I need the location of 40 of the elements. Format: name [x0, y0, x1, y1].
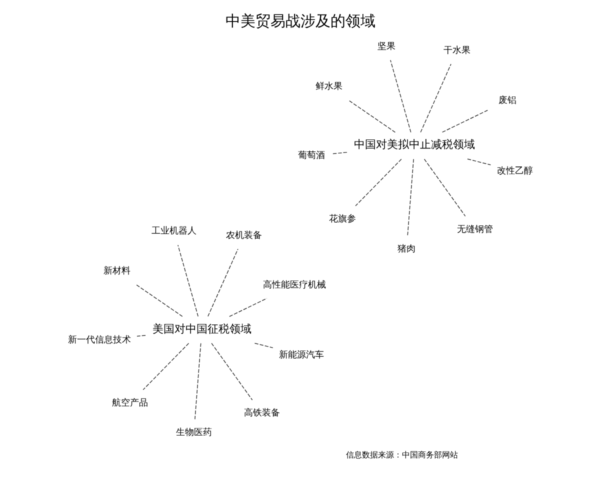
node-text: 坚果: [377, 42, 396, 52]
node-text: 鲜水果: [314, 82, 342, 92]
node-text: 美国对中国征税领域: [152, 323, 251, 336]
connector: [348, 100, 396, 133]
node-text: 葡萄酒: [297, 151, 324, 162]
node-text: 航空产品: [112, 398, 148, 408]
connector: [441, 110, 488, 133]
node-text: 中国对美拟中止减税领域: [354, 139, 475, 152]
node-text: 高铁装备: [243, 408, 280, 419]
connector: [354, 158, 402, 206]
node-text: 新一代信息技术: [67, 335, 130, 346]
node-text: 农机装备: [225, 230, 262, 241]
node-text: 工业机器人: [151, 226, 196, 237]
node-text: 无缝钢管: [456, 224, 492, 235]
node-text: 新能源汽车: [278, 350, 324, 360]
connector: [420, 64, 451, 133]
connector: [135, 284, 182, 317]
node-text: 废铝: [498, 96, 516, 106]
connector: [228, 298, 267, 317]
node-text: 干水果: [442, 46, 470, 56]
connector: [423, 158, 466, 217]
node-text: 改性乙醇: [496, 166, 532, 176]
connector: [406, 158, 414, 236]
connector: [466, 158, 491, 166]
connector: [136, 335, 146, 337]
node-text: 新材料: [102, 266, 130, 277]
node-text: 猪肉: [397, 244, 416, 254]
label: 信息数据来源：中国商务部网站: [345, 450, 458, 460]
connector: [194, 342, 201, 420]
connector: [330, 152, 347, 154]
connector: [210, 342, 252, 400]
connector: [207, 248, 238, 317]
diagram-title: 中美贸易战涉及的领域: [225, 12, 376, 30]
node-text: 生物医药: [175, 428, 212, 438]
connector: [390, 60, 411, 133]
connector: [254, 342, 273, 348]
connector: [177, 244, 198, 317]
node-text: 花旗参: [328, 214, 356, 225]
connector: [142, 342, 189, 390]
node-text: 高性能医疗机械: [262, 280, 326, 290]
